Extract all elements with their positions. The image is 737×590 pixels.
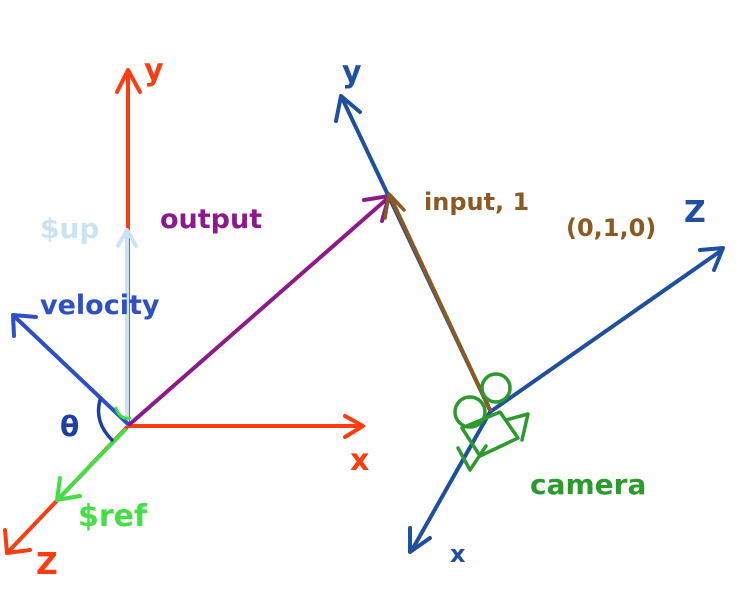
input-label: input, 1 <box>424 188 529 216</box>
camera-x-axis <box>410 410 492 552</box>
output-label: output <box>160 204 262 235</box>
theta-arc-inner <box>114 406 132 420</box>
theta-arc <box>96 398 114 442</box>
input-vector <box>383 192 492 412</box>
camera-z-label: Z <box>684 195 706 230</box>
camera-z-arrowhead <box>698 246 725 272</box>
velocity-vector <box>11 313 130 426</box>
camera-y-arrowhead <box>334 94 362 123</box>
theta-label: θ <box>60 410 79 443</box>
ref-vector <box>55 428 127 502</box>
velocity-label: velocity <box>40 290 160 321</box>
world-z-label: Z <box>36 547 58 582</box>
camera-x-arrowhead <box>408 526 432 554</box>
camera-label: camera <box>530 468 646 501</box>
camera-z-axis <box>488 248 724 414</box>
camera-icon <box>453 372 530 472</box>
camera-y-label: y <box>342 55 362 90</box>
up-vector <box>116 228 138 426</box>
ref-label: $ref <box>78 499 148 534</box>
world-x-arrowhead <box>343 414 365 439</box>
up-label: $up <box>40 212 99 245</box>
world-y-arrowhead <box>115 68 142 94</box>
world-z-arrowhead <box>3 528 32 555</box>
world-x-label: x <box>350 443 369 478</box>
input-value-label: (0,1,0) <box>566 214 656 242</box>
camera-x-label: x <box>450 540 466 568</box>
world-y-label: y <box>144 53 164 88</box>
